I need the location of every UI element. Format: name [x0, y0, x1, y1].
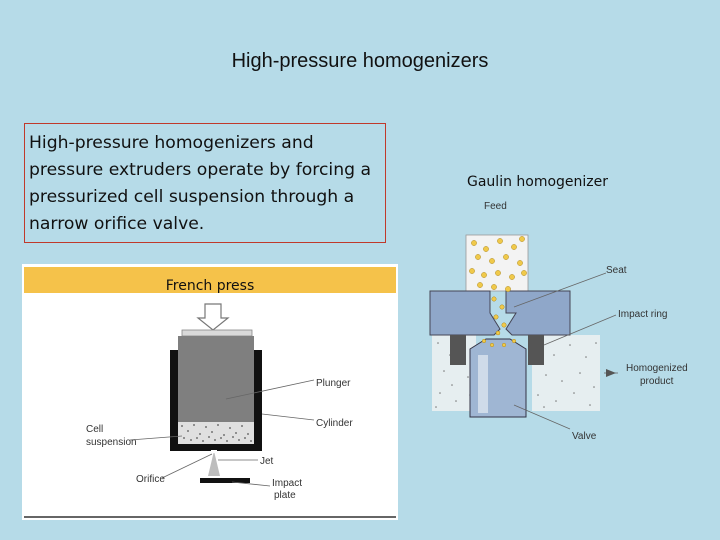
impact-plate-label-1: Impact	[272, 478, 302, 489]
orifice	[211, 450, 217, 453]
impact-ring-left	[450, 335, 466, 365]
french-press-diagram: Plunger Cylinder Cell suspension Jet Ori…	[24, 303, 396, 518]
cylinder-wall-right	[254, 350, 262, 450]
description-text: High-pressure homogenizers and pressure …	[29, 133, 372, 234]
page-title: High-pressure homogenizers	[231, 50, 489, 72]
orifice-label: Orifice	[136, 474, 165, 485]
impact-plate-label-2: plate	[274, 490, 296, 501]
impact-ring-label: Impact ring	[618, 309, 667, 320]
gaulin-diagram: Feed Seat Impact ring Homogenized produc…	[429, 201, 688, 442]
plunger-top	[181, 329, 253, 337]
seat-label: Seat	[606, 265, 627, 276]
cylinder-bottom	[170, 444, 262, 451]
jet-label: Jet	[260, 456, 274, 467]
impact-plate	[200, 478, 250, 483]
jet-stream	[208, 451, 220, 476]
plunger-label: Plunger	[316, 378, 351, 389]
pressure-arrow-icon	[196, 303, 230, 331]
homogenized-label-1: Homogenized	[626, 363, 688, 374]
french-press-header: French press	[24, 267, 396, 294]
cell-suspension-label-2: suspension	[86, 437, 137, 448]
homogenized-arrow-icon	[606, 369, 616, 377]
homogenized-label-2: product	[640, 376, 674, 387]
cell-suspension-dots	[181, 424, 252, 442]
plunger	[178, 336, 254, 422]
cylinder-wall-left	[170, 350, 178, 450]
feed-label: Feed	[484, 201, 507, 212]
cylinder-label: Cylinder	[316, 418, 353, 429]
cell-suspension-label-1: Cell	[86, 424, 103, 435]
valve-shine	[478, 355, 488, 413]
gaulin-title: Gaulin homogenizer	[467, 174, 609, 190]
homogenizer-body	[429, 290, 501, 336]
description-textbox: High-pressure homogenizers and pressure …	[24, 123, 386, 243]
impact-ring-right	[528, 335, 544, 365]
feed-particles	[469, 236, 527, 348]
french-press-panel: French press Plunger Cylinde	[22, 264, 398, 520]
valve-label: Valve	[572, 431, 597, 442]
homogenizer-body-right	[505, 290, 571, 336]
cell-suspension-layer	[178, 422, 254, 444]
